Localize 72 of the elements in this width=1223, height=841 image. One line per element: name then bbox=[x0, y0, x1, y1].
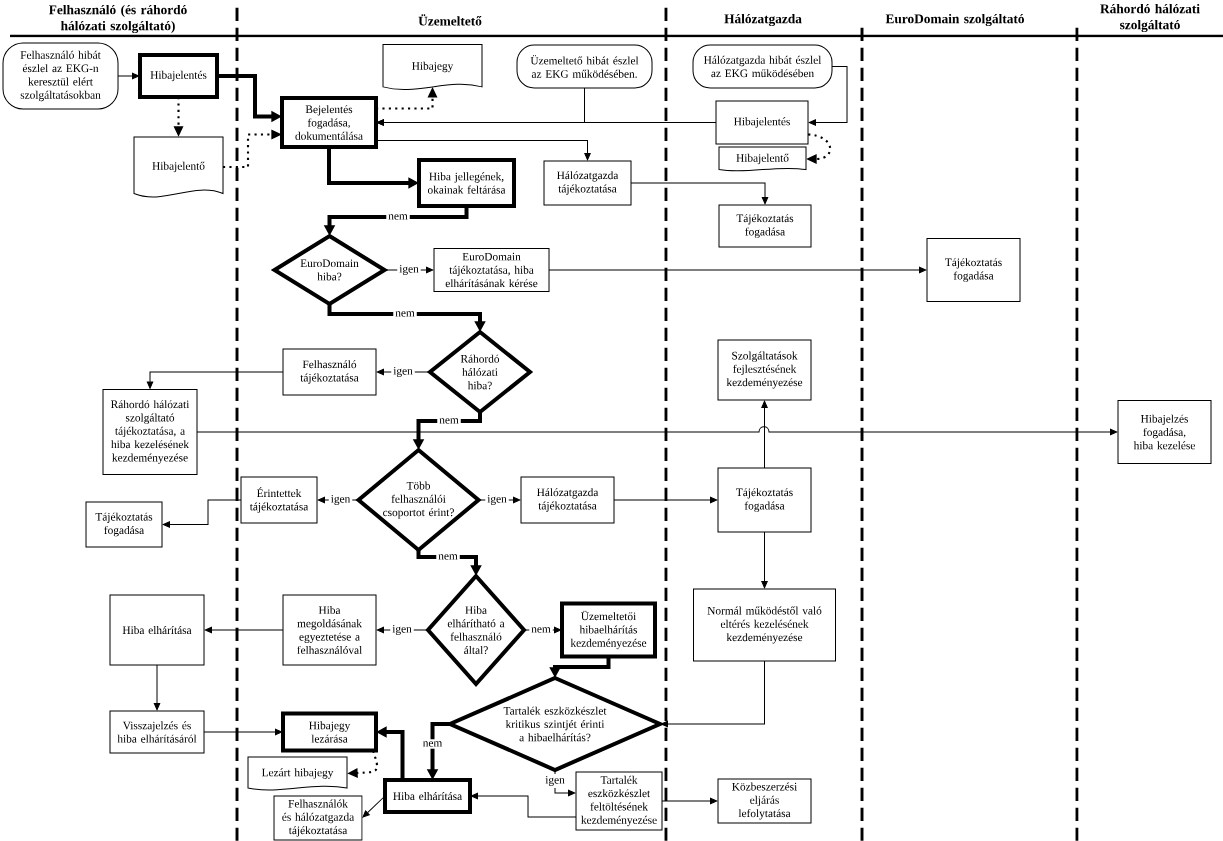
arrow bbox=[376, 119, 717, 126]
process-box: Hibajelentés bbox=[715, 100, 809, 145]
arrow bbox=[761, 400, 768, 469]
arrow bbox=[554, 769, 576, 797]
arrow bbox=[660, 660, 765, 728]
process-box: Visszajelzés és hiba elhárításáról bbox=[109, 710, 205, 754]
process-box: Hiba elhárítása bbox=[383, 778, 472, 814]
process-box: Ráhordó hálózati szolgáltató tájékoztatása, a hiba kezelésének kezdeményezése bbox=[102, 389, 198, 475]
edge-label: igen bbox=[390, 623, 414, 637]
rounded-box: Felhasználó hibát észlel az EKG-n keresztül elért szolgáltatásokban bbox=[2, 42, 119, 110]
process-box: Tájékoztatás fogadása bbox=[718, 204, 812, 248]
lane-header: Üzemeltető bbox=[418, 14, 482, 26]
process-box: Közbeszerzési eljárás lefolytatása bbox=[717, 778, 812, 824]
process-box: Hiba jellegének, okainak feltárása bbox=[417, 158, 516, 208]
arrow bbox=[362, 795, 386, 818]
arrow bbox=[661, 797, 718, 805]
arrow bbox=[146, 371, 284, 389]
process-box: Hibajegy lezárása bbox=[281, 711, 378, 753]
arrow bbox=[204, 626, 284, 634]
process-box: Üzemeltetői hibaelhárítás kezdeményezése bbox=[560, 601, 657, 659]
process-box: Tájékoztatás fogadása bbox=[717, 467, 812, 533]
process-box: Tájékoztatás fogadása bbox=[926, 238, 1021, 302]
arrow bbox=[376, 626, 429, 634]
arrow bbox=[478, 496, 521, 504]
edge-label: nem bbox=[437, 416, 461, 426]
arrow bbox=[203, 728, 283, 736]
edge-label: igen bbox=[328, 493, 353, 507]
process-box: Tájékoztatás fogadása bbox=[85, 501, 163, 548]
process-box: Hálózatgazda tájékoztatása bbox=[520, 476, 615, 524]
process-box: Szolgáltatások fejlesztésének kezdeményezése bbox=[717, 339, 812, 401]
edge-label: nem bbox=[529, 625, 553, 635]
edge-label: igen bbox=[485, 493, 509, 507]
arrow bbox=[808, 66, 848, 126]
process-box: EuroDomain tájékoztatása, hiba elhárításának kérése bbox=[433, 248, 550, 292]
edge-label: nem bbox=[393, 309, 417, 319]
arrow bbox=[196, 426, 1118, 436]
edge-label: nem bbox=[420, 739, 445, 749]
arrow bbox=[317, 496, 359, 504]
edge-label: igen bbox=[397, 263, 421, 277]
edge-label: nem bbox=[436, 552, 460, 562]
lane-header: Hálózatgazda bbox=[724, 13, 802, 27]
edge-label: nem bbox=[386, 212, 410, 222]
edge-label: igen bbox=[543, 774, 567, 788]
process-box: Normál működéstől való eltérés kezelésének kezdeményezése bbox=[693, 588, 836, 662]
lane-header: Ráhordó hálózati szolgáltató bbox=[1100, 3, 1200, 33]
process-box: Érintettek tájékoztatása bbox=[240, 476, 318, 524]
arrow bbox=[548, 266, 927, 274]
process-box: Hibajelentés bbox=[138, 53, 219, 99]
arrow bbox=[761, 531, 768, 589]
arrow bbox=[384, 266, 434, 274]
process-box: Hibajelzés fogadása, hiba kezelése bbox=[1117, 400, 1212, 464]
rounded-box: Üzemeltető hibát észlel az EKG működésében. bbox=[516, 44, 653, 89]
process-box: Felhasználók és hálózatgazda tájékoztatása bbox=[273, 795, 363, 841]
arrow bbox=[630, 182, 769, 205]
arrow bbox=[376, 368, 431, 376]
process-box: Hálózatgazda tájékoztatása bbox=[543, 160, 632, 206]
edge-label: igen bbox=[391, 365, 415, 379]
arrow bbox=[375, 140, 591, 161]
arrow bbox=[470, 792, 577, 818]
arrow bbox=[523, 626, 562, 634]
process-box: Hiba megoldásának egyeztetése a felhasználóval bbox=[282, 594, 377, 666]
arrow bbox=[162, 499, 242, 528]
rounded-box: Hálózatgazda hibát észlel az EKG működésében bbox=[692, 44, 833, 89]
arrow bbox=[117, 72, 140, 80]
process-box: Hiba elhárítása bbox=[109, 594, 205, 666]
process-box: Bejelentés fogadása, dokumentálása bbox=[280, 96, 378, 149]
arrow bbox=[153, 664, 161, 711]
lane-header: EuroDomain szolgáltató bbox=[885, 13, 1024, 27]
arrow bbox=[613, 496, 718, 504]
lane-header: Felhasználó (és ráhordó hálózati szolgáltató) bbox=[49, 4, 187, 34]
process-box: Tartalék eszközkészlet feltöltésének kezdeményezése bbox=[575, 771, 663, 831]
process-box: Felhasználó tájékoztatása bbox=[282, 348, 377, 396]
